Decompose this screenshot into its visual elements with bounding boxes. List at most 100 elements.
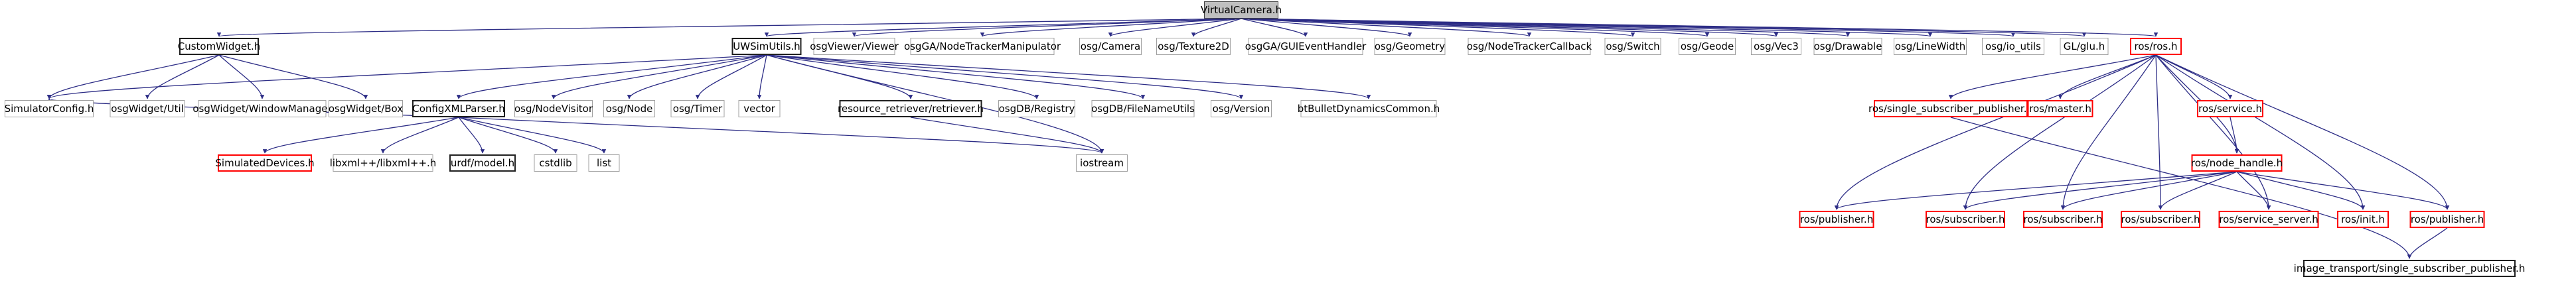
graph-edge bbox=[1241, 18, 1635, 37]
graph-node-resource-retriever-retriever-h[interactable]: resource_retriever/retriever.h bbox=[838, 100, 984, 117]
graph-edge bbox=[2407, 227, 2448, 259]
graph-node-label: ros/service.h bbox=[2198, 102, 2262, 115]
graph-node-label: osgGA/NodeTrackerManipulator bbox=[903, 40, 1061, 52]
graph-node-configxmlparser-h[interactable]: ConfigXMLParser.h bbox=[412, 100, 505, 117]
graph-edge bbox=[2058, 54, 2157, 99]
graph-node-label: osg/Timer bbox=[672, 102, 723, 115]
graph-node-gl-glu-h[interactable]: GL/glu.h bbox=[2060, 38, 2109, 55]
graph-node-label: osg/Geometry bbox=[1374, 40, 1446, 52]
graph-node-osg-linewidth[interactable]: osg/LineWidth bbox=[1894, 38, 1967, 55]
graph-node-virtualcamera-h[interactable]: VirtualCamera.h bbox=[1201, 1, 1282, 19]
graph-node-label: vector bbox=[743, 102, 775, 115]
graph-edge bbox=[1108, 18, 1242, 37]
graph-node-label: osgGA/GUIEventHandler bbox=[1245, 40, 1367, 52]
graph-edge bbox=[1241, 18, 1850, 37]
graph-node-label: osg/Drawable bbox=[1813, 40, 1882, 52]
graph-node-osgdb-registry[interactable]: osgDB/Registry bbox=[998, 100, 1075, 117]
graph-node-label: ros/master.h bbox=[2029, 102, 2091, 115]
graph-node-label: osg/NodeTrackerCallback bbox=[1466, 40, 1592, 52]
graph-edge bbox=[852, 18, 1242, 37]
graph-node-ros-ros-h[interactable]: ros/ros.h bbox=[2130, 38, 2182, 55]
graph-node-osgwidget-box[interactable]: osgWidget/Box bbox=[329, 100, 403, 117]
graph-node-ros-publisher-h[interactable]: ros/publisher.h bbox=[2409, 211, 2485, 228]
graph-edge bbox=[1834, 54, 2157, 210]
graph-edge bbox=[2158, 171, 2237, 210]
graph-edge bbox=[1950, 117, 2412, 259]
graph-node-label: osg/Node bbox=[605, 102, 653, 115]
graph-node-osg-nodetrackercallback[interactable]: osg/NodeTrackerCallback bbox=[1466, 38, 1592, 55]
graph-node-label: UWSimUtils.h bbox=[733, 40, 800, 52]
graph-node-label: osg/Switch bbox=[1606, 40, 1660, 52]
graph-edge bbox=[218, 54, 265, 99]
graph-node-label: resource_retriever/retriever.h bbox=[838, 102, 984, 115]
graph-node-ros-node-handle-h[interactable]: ros/node_handle.h bbox=[2191, 154, 2283, 172]
graph-node-osg-version[interactable]: osg/Version bbox=[1211, 100, 1272, 117]
graph-edge bbox=[46, 54, 767, 99]
graph-node-label: VirtualCamera.h bbox=[1200, 3, 1282, 16]
graph-node-urdf-model-h[interactable]: urdf/model.h bbox=[449, 154, 516, 172]
graph-edge bbox=[46, 54, 220, 99]
graph-edge bbox=[2060, 171, 2237, 210]
graph-node-label: CustomWidget.h bbox=[177, 40, 261, 52]
graph-edge bbox=[1963, 171, 2237, 210]
graph-node-osg-geode[interactable]: osg/Geode bbox=[1679, 38, 1736, 55]
graph-node-customwidget-h[interactable]: CustomWidget.h bbox=[177, 38, 261, 55]
graph-node-ros-service-server-h[interactable]: ros/service_server.h bbox=[2218, 211, 2319, 228]
graph-node-ros-init-h[interactable]: ros/init.h bbox=[2337, 211, 2389, 228]
graph-node-osg-vec3[interactable]: osg/Vec3 bbox=[1751, 38, 1801, 55]
graph-node-osg-drawable[interactable]: osg/Drawable bbox=[1813, 38, 1882, 55]
graph-node-osgviewer-viewer[interactable]: osgViewer/Viewer bbox=[810, 38, 899, 55]
graph-edge bbox=[1241, 18, 1412, 37]
graph-node-label: osg/Vec3 bbox=[1754, 40, 1799, 52]
graph-edge bbox=[1191, 18, 1242, 37]
graph-node-ros-publisher-h[interactable]: ros/publisher.h bbox=[1799, 211, 1874, 228]
graph-edge bbox=[217, 18, 1242, 37]
graph-edge bbox=[2230, 117, 2239, 154]
graph-edge bbox=[766, 54, 1039, 99]
graph-node-list[interactable]: list bbox=[588, 154, 620, 172]
graph-node-osg-timer[interactable]: osg/Timer bbox=[670, 100, 725, 117]
graph-node-osg-io-utils[interactable]: osg/io_utils bbox=[1982, 38, 2044, 55]
graph-edge bbox=[2155, 54, 2233, 99]
graph-node-ros-subscriber-h[interactable]: ros/subscriber.h bbox=[2121, 211, 2200, 228]
graph-node-iostream[interactable]: iostream bbox=[1076, 154, 1128, 172]
graph-edge bbox=[766, 54, 913, 99]
graph-node-label: osgWidget/Util bbox=[111, 102, 184, 115]
graph-node-osg-node[interactable]: osg/Node bbox=[603, 100, 655, 117]
graph-node-btbulletdynamicscommon-h[interactable]: btBulletDynamicsCommon.h bbox=[1298, 100, 1440, 117]
graph-node-ros-subscriber-h[interactable]: ros/subscriber.h bbox=[1926, 211, 2005, 228]
graph-node-simulateddevices-h[interactable]: SimulatedDevices.h bbox=[215, 154, 315, 172]
graph-node-osgga-guieventhandler[interactable]: osgGA/GUIEventHandler bbox=[1245, 38, 1366, 55]
graph-node-image-transport-single-subscriber-publisher-h[interactable]: image_transport/single_subscriber_publis… bbox=[2294, 260, 2525, 277]
graph-node-osg-camera[interactable]: osg/Camera bbox=[1079, 38, 1142, 55]
graph-node-label: osgWidget/WindowManager bbox=[192, 102, 332, 115]
graph-node-ros-single-subscriber-publisher-h[interactable]: ros/single_subscriber_publisher.h bbox=[1868, 100, 2033, 117]
graph-node-label: ros/single_subscriber_publisher.h bbox=[1868, 102, 2033, 115]
graph-node-osg-switch[interactable]: osg/Switch bbox=[1604, 38, 1661, 55]
graph-node-osgga-nodetrackermanipulator[interactable]: osgGA/NodeTrackerManipulator bbox=[904, 38, 1061, 55]
graph-node-osg-nodevisitor[interactable]: osg/NodeVisitor bbox=[514, 100, 593, 117]
graph-edge bbox=[1241, 18, 2158, 37]
graph-node-label: GL/glu.h bbox=[2063, 40, 2105, 52]
graph-node-ros-master-h[interactable]: ros/master.h bbox=[2027, 100, 2093, 117]
graph-node-osgdb-filenameutils[interactable]: osgDB/FileNameUtils bbox=[1091, 100, 1195, 117]
graph-node-osg-geometry[interactable]: osg/Geometry bbox=[1374, 38, 1446, 55]
graph-edge bbox=[1241, 18, 2086, 37]
graph-node-libxml-libxml-h[interactable]: libxml++/libxml++.h bbox=[330, 154, 436, 172]
graph-edge bbox=[458, 117, 485, 154]
graph-edge bbox=[2236, 171, 2271, 210]
graph-node-uwsimutils-h[interactable]: UWSimUtils.h bbox=[731, 38, 802, 55]
graph-node-ros-subscriber-h[interactable]: ros/subscriber.h bbox=[2023, 211, 2103, 228]
graph-edge bbox=[1241, 18, 2015, 37]
graph-edge bbox=[1963, 54, 2157, 210]
graph-node-osgwidget-util[interactable]: osgWidget/Util bbox=[110, 100, 185, 117]
graph-node-vector[interactable]: vector bbox=[738, 100, 781, 117]
graph-node-ros-service-h[interactable]: ros/service.h bbox=[2197, 100, 2263, 117]
graph-edge bbox=[627, 54, 767, 99]
graph-edge bbox=[1241, 18, 1932, 37]
graph-node-cstdlib[interactable]: cstdlib bbox=[534, 154, 577, 172]
graph-node-osgwidget-windowmanager[interactable]: osgWidget/WindowManager bbox=[192, 100, 332, 117]
graph-node-osg-texture2d[interactable]: osg/Texture2D bbox=[1156, 38, 1231, 55]
graph-node-simulatorconfig-h[interactable]: SimulatorConfig.h bbox=[5, 100, 94, 117]
